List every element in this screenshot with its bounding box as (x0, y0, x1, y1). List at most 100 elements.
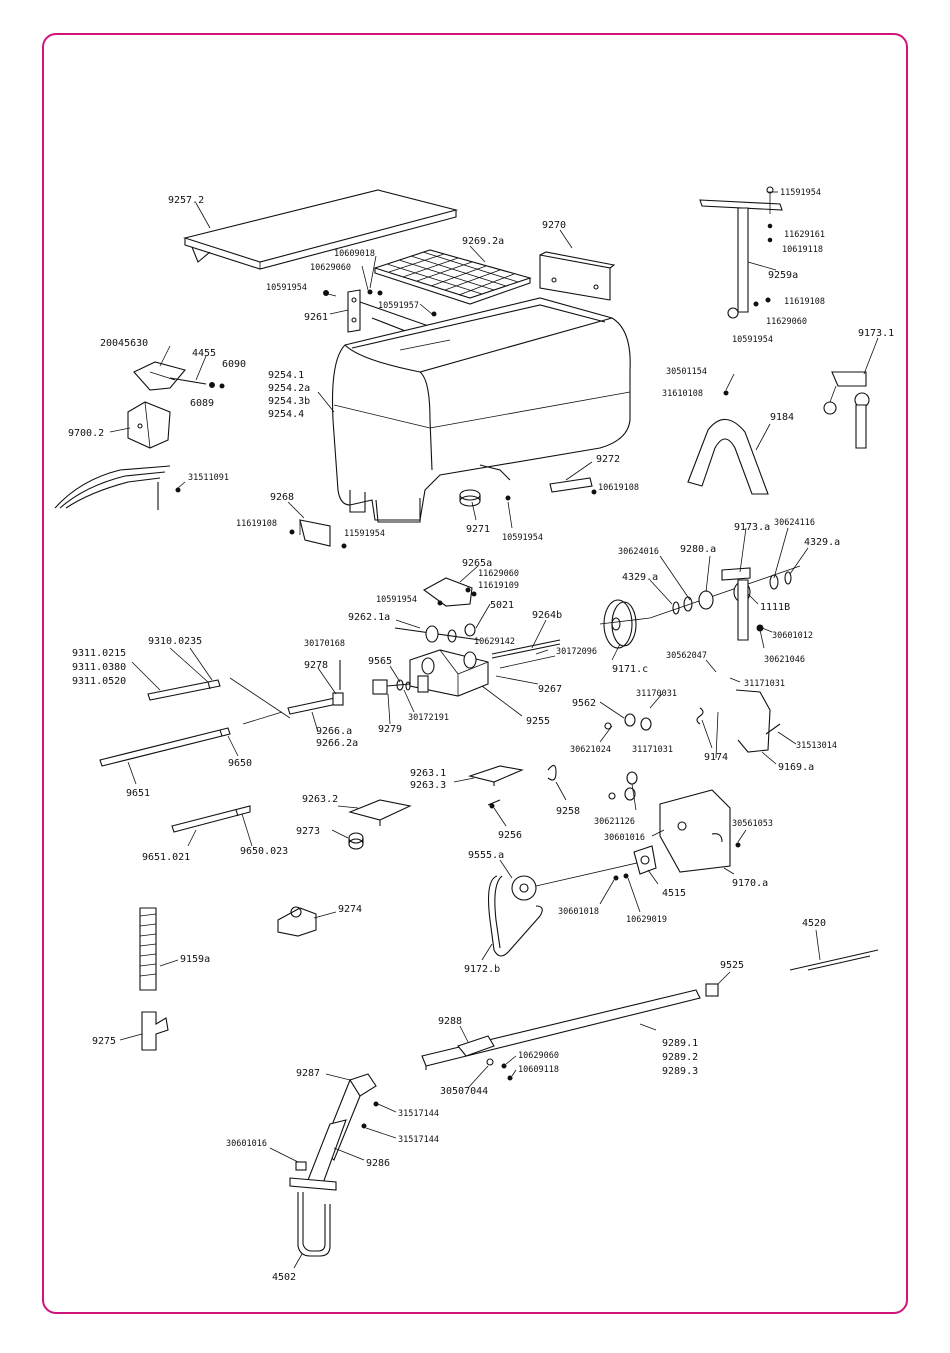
label-9256: 9256 (498, 830, 522, 841)
label-10591954-cover: 10591954 (376, 595, 417, 605)
label-9311-0380: 9311.0380 (72, 662, 126, 673)
knob-part (459, 489, 511, 507)
label-9258: 9258 (556, 806, 580, 817)
label-9264b: 9264b (532, 610, 562, 621)
label-9311-0215: 9311.0215 (72, 648, 126, 659)
label-31511091: 31511091 (188, 473, 229, 483)
u-bolt-4502-part (289, 1177, 337, 1257)
label-11619108-upright: 11619108 (784, 297, 825, 307)
label-9174: 9174 (704, 752, 728, 763)
label-31610108: 31610108 (662, 389, 703, 399)
label-4329-a-left: 4329.a (622, 572, 658, 583)
label-9525: 9525 (720, 960, 744, 971)
label-30624016: 30624016 (618, 547, 659, 557)
arm-9169a-part (735, 689, 781, 753)
label-9650: 9650 (228, 758, 252, 769)
stand-9286-part (295, 1119, 367, 1187)
bracket-9274-part (277, 906, 317, 937)
label-9565: 9565 (368, 656, 392, 667)
label-4520: 4520 (802, 918, 826, 929)
label-6089: 6089 (190, 398, 214, 409)
plate-9263-1-part (468, 765, 524, 786)
label-10629060-tube: 10629060 (518, 1051, 559, 1061)
rod-9266-part (229, 660, 344, 725)
label-11619108-side: 11619108 (236, 519, 277, 529)
label-9272: 9272 (596, 454, 620, 465)
label-9288: 9288 (438, 1016, 462, 1027)
label-9311-0520: 9311.0520 (72, 676, 126, 687)
label-9265a: 9265a (462, 558, 492, 569)
label-9263-2: 9263.2 (302, 794, 338, 805)
label-9286: 9286 (366, 1158, 390, 1169)
hitch-pin-part (169, 377, 225, 389)
label-9159a: 9159a (180, 954, 210, 965)
label-9257-2: 9257.2 (168, 195, 204, 206)
shaft-9264b-part (491, 639, 561, 669)
rollers-9562-part (604, 713, 652, 801)
rod-9310-part (147, 679, 221, 701)
label-4502: 4502 (272, 1272, 296, 1283)
label-1111B: 1111B (760, 602, 790, 613)
label-9169-a: 9169.a (778, 762, 814, 773)
hose-part (139, 907, 157, 991)
label-9184: 9184 (770, 412, 794, 423)
label-11591954-top: 11591954 (780, 188, 821, 198)
label-11619109: 11619109 (478, 581, 519, 591)
wheel-guard-part (687, 390, 769, 495)
tube-9289-part (421, 983, 719, 1081)
frame-rail-part (54, 465, 181, 510)
label-9254-1: 9254.1 (268, 370, 304, 381)
label-9259a: 9259a (768, 270, 798, 281)
label-31517144-b: 31517144 (398, 1135, 439, 1145)
label-4455: 4455 (192, 348, 216, 359)
grid-screen-part (373, 249, 532, 305)
label-9266-a: 9266.a (316, 726, 352, 737)
label-30507044: 30507044 (440, 1086, 488, 1097)
spring-clip-9258-part (547, 764, 557, 781)
label-10609018: 10609018 (334, 249, 375, 259)
cover-plate-part (539, 251, 616, 301)
side-bracket-part (289, 519, 347, 549)
label-11629060-cover: 11629060 (478, 569, 519, 579)
sprocket-9555a-part (511, 859, 651, 901)
label-9310-0235: 9310.0235 (148, 636, 202, 647)
label-10629060: 10629060 (310, 263, 351, 273)
label-9275: 9275 (92, 1036, 116, 1047)
label-9171-c: 9171.c (612, 664, 648, 675)
label-31171031-b: 31171031 (632, 745, 673, 755)
spring-9174-part (696, 707, 704, 725)
label-9289-2: 9289.2 (662, 1052, 698, 1063)
label-10591954-knob: 10591954 (502, 533, 543, 543)
hitch-bracket-part (127, 401, 171, 449)
label-9274: 9274 (338, 904, 362, 915)
label-4329-a-right: 4329.a (804, 537, 840, 548)
label-30172191: 30172191 (408, 713, 449, 723)
label-9273: 9273 (296, 826, 320, 837)
label-30601018: 30601018 (558, 907, 599, 917)
label-11629161: 11629161 (784, 230, 825, 240)
label-9271: 9271 (466, 524, 490, 535)
label-30601012: 30601012 (772, 631, 813, 641)
label-9263-3: 9263.3 (410, 780, 446, 791)
label-30601016-stand: 30601016 (226, 1139, 267, 1149)
label-9254-4: 9254.4 (268, 409, 304, 420)
drive-shaft-part (394, 623, 481, 643)
label-9280-a: 9280.a (680, 544, 716, 555)
label-10609118: 10609118 (518, 1065, 559, 1075)
label-9254-3b: 9254.3b (268, 396, 310, 407)
label-9289-1: 9289.1 (662, 1038, 698, 1049)
label-10619118: 10619118 (782, 245, 823, 255)
label-31171031-a: 31171031 (744, 679, 785, 689)
label-9270: 9270 (542, 220, 566, 231)
sprocket-part (599, 599, 651, 649)
label-9555-a: 9555.a (468, 850, 504, 861)
label-9650-023: 9650.023 (240, 846, 288, 857)
label-10619108: 10619108 (598, 483, 639, 493)
label-30601016-arm: 30601016 (604, 833, 645, 843)
page-border (42, 33, 908, 1314)
drive-cover-part (422, 577, 477, 607)
label-9651: 9651 (126, 788, 150, 799)
label-9700-2: 9700.2 (68, 428, 104, 439)
label-9651-021: 9651.021 (142, 852, 190, 863)
